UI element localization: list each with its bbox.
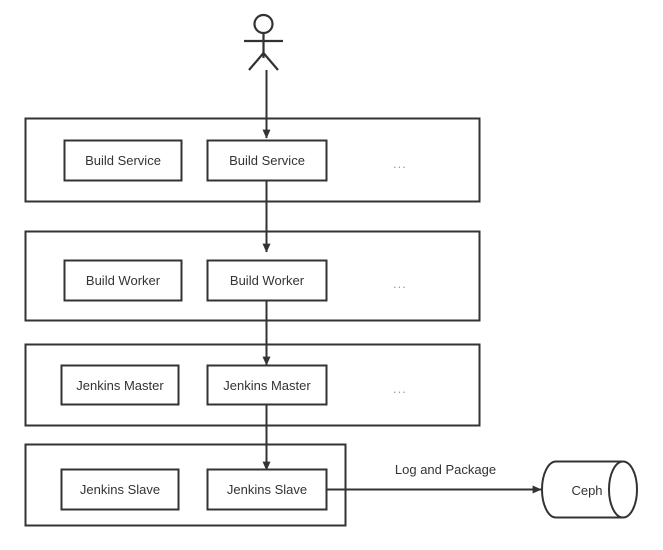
node-jenkins-slave-2[interactable] bbox=[206, 468, 328, 511]
node-jenkins-slave-2-label: Jenkins Slave bbox=[226, 482, 308, 497]
node-jenkins-slave-1-label: Jenkins Slave bbox=[79, 482, 161, 497]
node-jenkins-master-1-label: Jenkins Master bbox=[76, 378, 164, 393]
node-build-worker-1-label: Build Worker bbox=[85, 273, 161, 288]
node-jenkins-master-1[interactable] bbox=[60, 364, 180, 406]
tier-build-service-container bbox=[24, 117, 481, 203]
actor-user-icon bbox=[244, 13, 283, 71]
storage-ceph-label: Ceph bbox=[571, 483, 603, 498]
tier-build-worker-container bbox=[24, 230, 481, 322]
storage-ceph-shape[interactable] bbox=[541, 460, 638, 519]
tier-build-worker-ellipsis: ... bbox=[393, 276, 407, 291]
node-build-service-1-label: Build Service bbox=[85, 153, 161, 168]
node-build-worker-2-label: Build Worker bbox=[229, 273, 305, 288]
tier-build-service-ellipsis: ... bbox=[393, 156, 407, 171]
node-jenkins-master-2-label: Jenkins Master bbox=[223, 378, 311, 393]
node-jenkins-master-2[interactable] bbox=[206, 364, 328, 406]
node-build-service-1[interactable] bbox=[63, 139, 183, 182]
tier-jenkins-master-container bbox=[24, 343, 481, 427]
node-jenkins-slave-1[interactable] bbox=[60, 468, 180, 511]
node-build-worker-1[interactable] bbox=[63, 259, 183, 302]
node-build-service-2-label: Build Service bbox=[229, 153, 305, 168]
edge-jenkins-slave-to-ceph-label: Log and Package bbox=[394, 462, 497, 477]
node-build-service-2[interactable] bbox=[206, 139, 328, 182]
tier-jenkins-master-ellipsis: ... bbox=[393, 381, 407, 396]
tier-jenkins-slave-container bbox=[24, 443, 347, 527]
node-build-worker-2[interactable] bbox=[206, 259, 328, 302]
